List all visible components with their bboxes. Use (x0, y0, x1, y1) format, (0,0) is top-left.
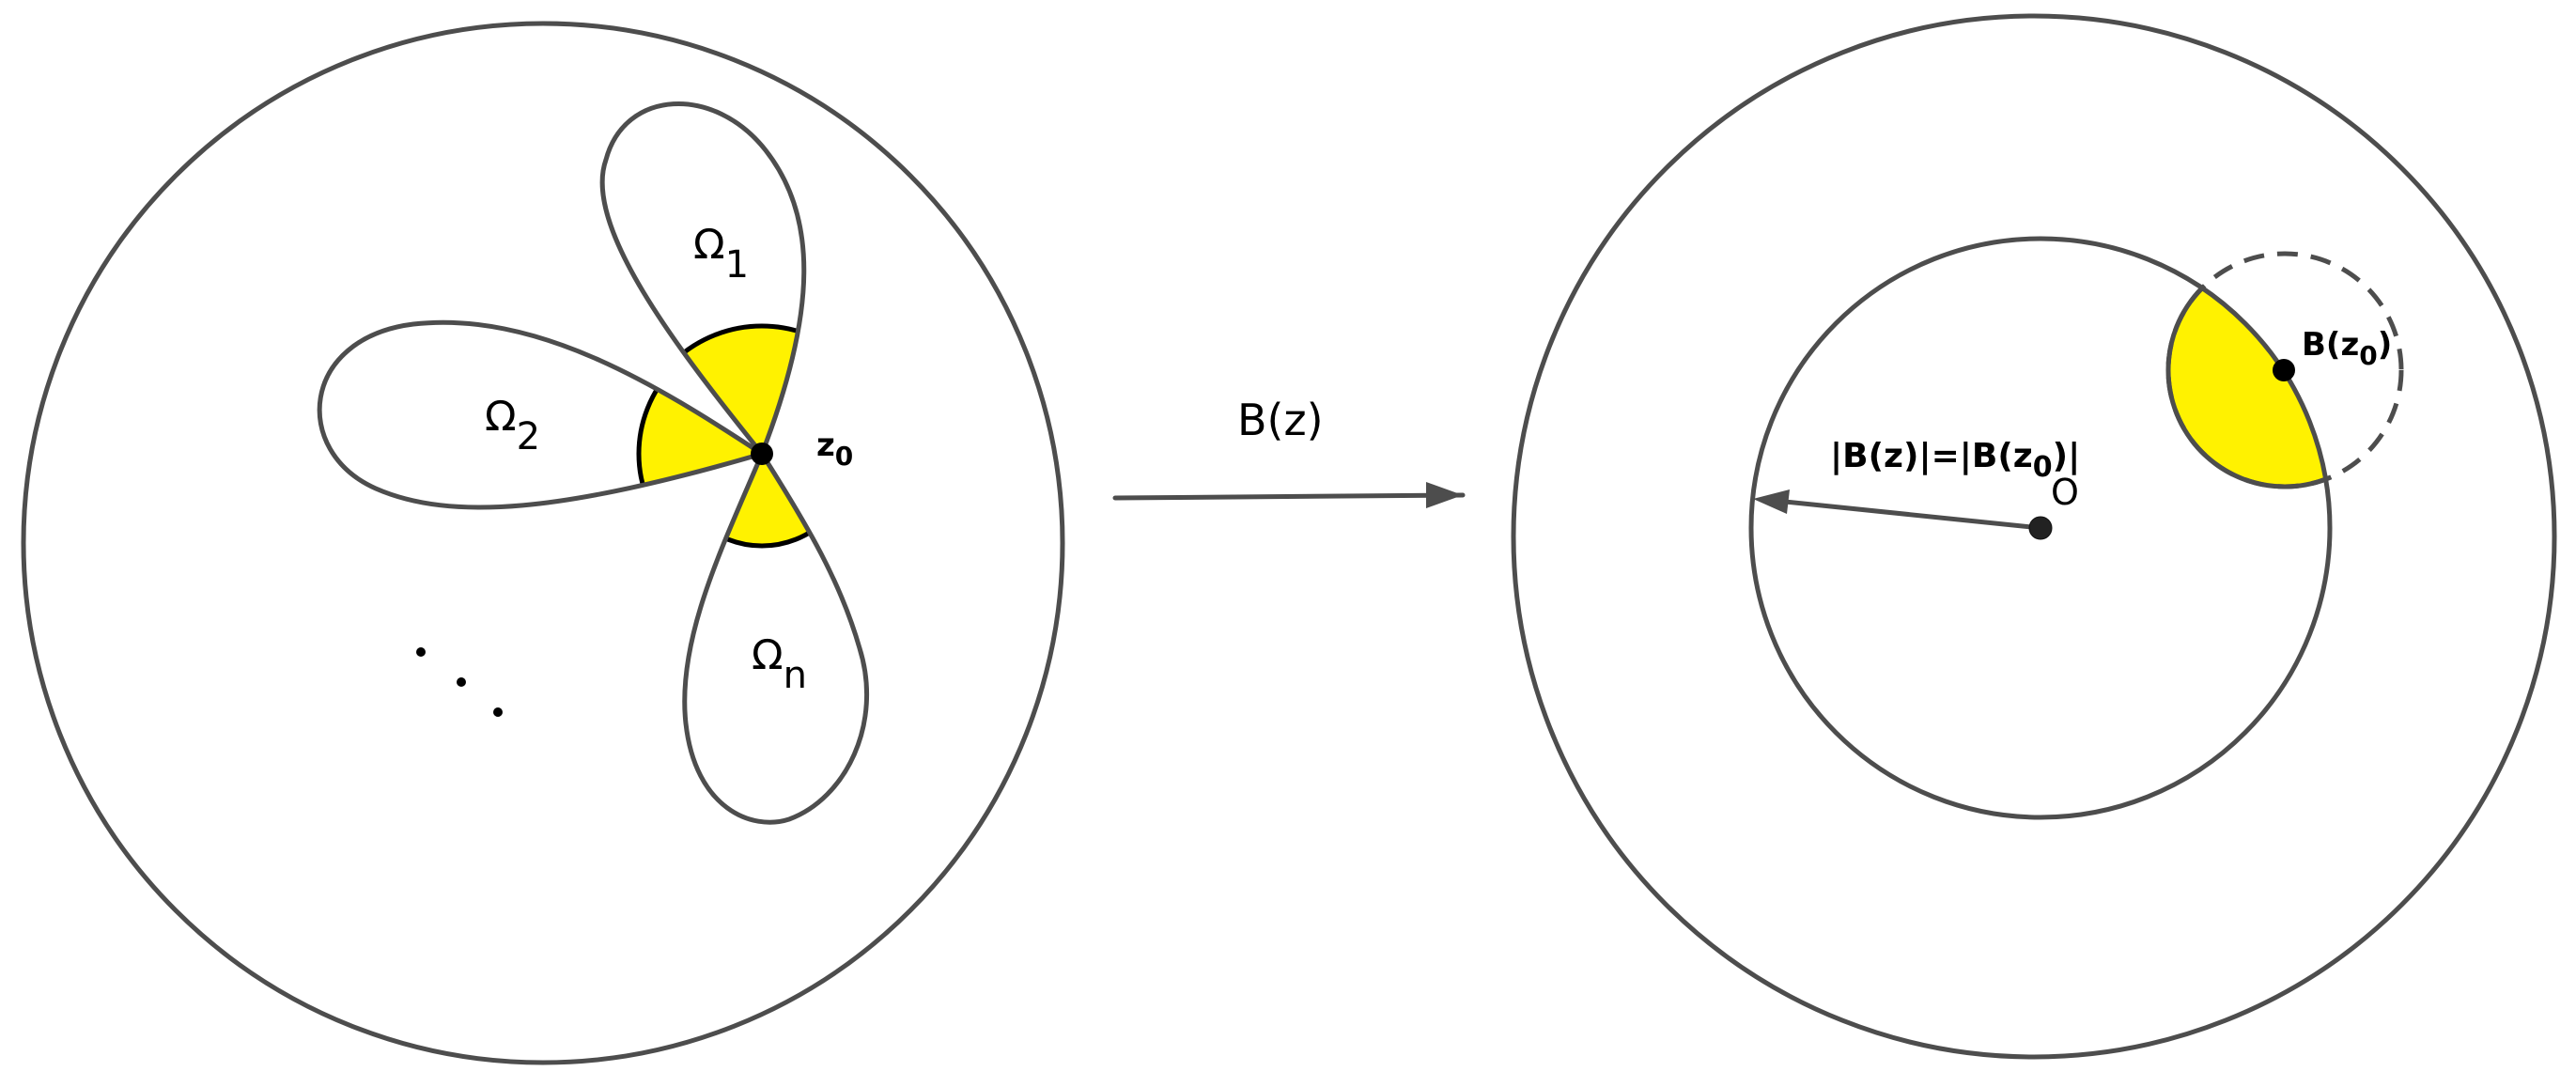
label-omega-1: Ω1 (693, 221, 749, 287)
left-unit-disk (21, 21, 1065, 1065)
petal-omega-n (682, 448, 870, 825)
petal-omega-2 (317, 319, 768, 510)
label-B-z0: B(z0) (2302, 326, 2392, 371)
label-omega-n: Ωn (752, 631, 807, 697)
mapping-arrow-head-icon (1426, 482, 1463, 508)
label-mapping: B(z) (1237, 395, 1324, 445)
point-B-z0 (2273, 359, 2295, 381)
mapping-arrow-group: B(z) (1112, 395, 1466, 508)
radius-arrow (1784, 499, 2041, 531)
right-domain: O |B(z)|=|B(z0)| B(z0) (1511, 13, 2557, 1060)
left-domain: Ω1 Ω2 Ωn z0 (21, 21, 1065, 1065)
mapping-arrow (1112, 492, 1466, 501)
label-origin: O (2051, 472, 2079, 513)
point-z0 (751, 443, 773, 465)
radius-arrow-head-icon (1753, 489, 1790, 514)
label-z0: z0 (816, 427, 853, 472)
label-omega-2: Ω2 (485, 393, 540, 458)
level-curve-circle (1748, 236, 2333, 820)
label-level-curve: |B(z)|=|B(z0)| (1830, 437, 2080, 484)
origin-point (2028, 516, 2053, 540)
right-unit-disk (1511, 13, 2557, 1060)
ellipsis-dots (416, 647, 503, 717)
petal-omega-1 (599, 101, 807, 458)
